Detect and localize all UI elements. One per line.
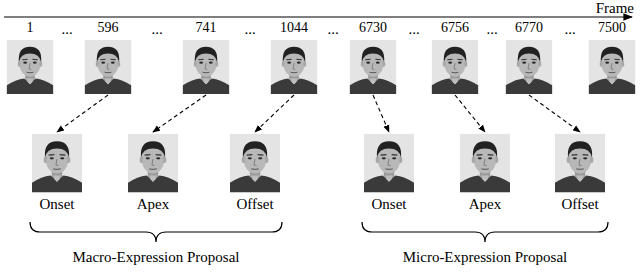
phase-label: Offset (525, 197, 635, 212)
frame-image: 1044 (270, 40, 318, 94)
phase-label: Apex (98, 197, 208, 212)
frame-image: 741 (182, 40, 230, 94)
phase-label: Offset (200, 197, 310, 212)
frame-number: 741 (152, 21, 260, 35)
phase-label: Apex (430, 197, 540, 212)
phase-image: Offset (230, 133, 280, 193)
brace (362, 222, 608, 242)
ellipsis: ... (151, 22, 162, 37)
dashed-arrow (153, 95, 206, 132)
dashed-arrow (373, 95, 389, 132)
frame-image: 6770 (505, 40, 553, 94)
timeline-axis (4, 16, 632, 17)
dashed-arrow (529, 95, 580, 132)
frame-image: 6756 (431, 40, 479, 94)
brace (30, 222, 282, 242)
ellipsis: ... (564, 22, 575, 37)
ellipsis: ... (244, 22, 255, 37)
face-images (7, 40, 635, 192)
phase-image: Apex (128, 133, 178, 193)
frame-image: 6730 (349, 40, 397, 94)
dashed-arrow (455, 95, 485, 132)
frame-image: 7500 (588, 40, 636, 94)
phase-image: Offset (555, 133, 605, 193)
frame-image: 596 (84, 40, 132, 94)
dashed-arrow (57, 95, 108, 132)
phase-image: Onset (32, 133, 82, 193)
group-caption: Micro-Expression Proposal (403, 250, 568, 265)
ellipsis: ... (61, 22, 72, 37)
phase-label: Onset (334, 197, 444, 212)
phase-image: Onset (364, 133, 414, 193)
phase-image: Apex (460, 133, 510, 193)
ellipsis: ... (486, 22, 497, 37)
axis-label: Frame (596, 1, 634, 16)
ellipsis: ... (408, 22, 419, 37)
dashed-arrow (255, 95, 294, 132)
ellipsis: ... (327, 22, 338, 37)
frame-image: 1 (6, 40, 54, 94)
phase-label: Onset (2, 197, 112, 212)
group-caption: Macro-Expression Proposal (72, 250, 239, 265)
